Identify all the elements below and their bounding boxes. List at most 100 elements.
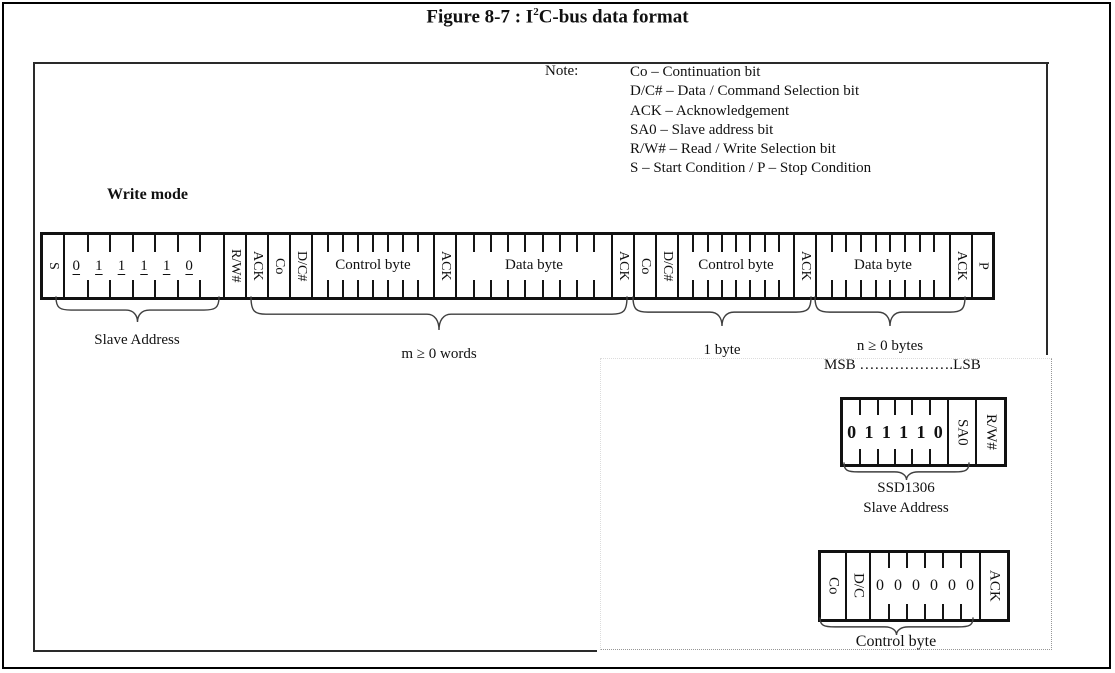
cell-control-byte: Control byte <box>311 235 433 297</box>
bit-slot: 0 <box>843 400 860 464</box>
bit-group <box>679 235 793 297</box>
bit-value: 0 <box>912 577 920 594</box>
rotated-label: Co <box>825 577 842 595</box>
curly-brace <box>814 296 966 327</box>
bit-slot <box>507 235 525 297</box>
cell-co: Co <box>633 235 655 297</box>
cell-ack: ACK <box>949 235 971 297</box>
rotated-label: D/C# <box>660 250 675 282</box>
control-byte-label: Control byte <box>855 633 937 650</box>
cell-p: P <box>971 235 992 297</box>
cell-co: Co <box>267 235 289 297</box>
rotated-label: D/C# <box>294 250 309 282</box>
bit-group <box>313 235 433 297</box>
bit-slot: 1 <box>154 235 178 297</box>
note-item: R/W# – Read / Write Selection bit <box>630 141 836 158</box>
bit-slot: 1 <box>859 400 877 464</box>
bit-value: 1 <box>899 421 909 442</box>
figure-title-superscript: 2 <box>533 6 539 18</box>
figure-title: Figure 8-7 : I2C-bus data format <box>0 6 1115 28</box>
bit-slot <box>199 235 223 297</box>
cell-co: Co <box>821 553 845 619</box>
inner-border-line <box>33 62 35 652</box>
bit-slot <box>874 235 891 297</box>
ssd1306-slave-address-label: SSD1306 Slave Address <box>863 478 948 518</box>
bit-slot <box>706 235 722 297</box>
bit-group <box>457 235 611 297</box>
cell-r-w-: R/W# <box>223 235 245 297</box>
bit-value: 0 <box>185 257 193 274</box>
bit-slot <box>720 235 736 297</box>
write-mode-label: Write mode <box>107 186 189 203</box>
rotated-label: ACK <box>438 251 453 281</box>
rotated-label: R/W# <box>228 249 243 283</box>
bit-slot <box>327 235 343 297</box>
bit-slot <box>763 235 779 297</box>
bit-slot <box>402 235 418 297</box>
msb-lsb-label: MSB ……………….LSB <box>824 357 981 373</box>
bit-slot <box>357 235 373 297</box>
rotated-label: ACK <box>616 251 631 281</box>
bit-slot <box>592 235 611 297</box>
bit-slot <box>575 235 594 297</box>
figure-title-prefix: Figure 8-7 : I <box>426 6 534 28</box>
rotated-label: P <box>975 262 991 270</box>
bit-slot <box>473 235 491 297</box>
bit-value: 1 <box>117 257 126 274</box>
cell-data-byte: Data byte <box>455 235 611 297</box>
rotated-label: Co <box>272 257 287 275</box>
cell-sa0: SA0 <box>947 400 975 464</box>
rotated-label: SA0 <box>954 418 971 446</box>
cell-ack: ACK <box>611 235 633 297</box>
brace-label: n ≥ 0 bytes <box>856 338 924 354</box>
bit-slot <box>918 235 935 297</box>
bit-slot <box>692 235 707 297</box>
curly-brace <box>843 462 970 481</box>
bit-value: 0 <box>948 577 956 594</box>
bit-slot <box>860 235 876 297</box>
rotated-label: R/W# <box>983 414 999 450</box>
bit-slot: 0 <box>928 400 947 464</box>
byte-group-label: Control byte <box>698 257 774 274</box>
bit-slot <box>845 235 861 297</box>
bit-slot: 1 <box>109 235 133 297</box>
bit-slot: 0 <box>960 553 979 619</box>
rotated-label: ACK <box>986 570 1003 602</box>
dotted-selection-box <box>600 358 1052 650</box>
cell-d-c: D/C <box>845 553 869 619</box>
cell-ack: ACK <box>433 235 455 297</box>
cell-s: S <box>43 235 63 297</box>
bit-slot <box>734 235 750 297</box>
bit-slot <box>387 235 403 297</box>
bit-slot: 1 <box>86 235 111 297</box>
ssd1306-label-line1: SSD1306 <box>877 480 935 496</box>
note-label: Note: <box>545 63 579 79</box>
bit-value: 0 <box>847 421 857 442</box>
rotated-label: Co <box>638 257 653 275</box>
bit-slot <box>777 235 793 297</box>
bit-value: 1 <box>916 421 926 442</box>
bit-slot <box>889 235 905 297</box>
bit-group <box>817 235 949 297</box>
bit-slot <box>830 235 847 297</box>
bit-value: 0 <box>894 577 902 594</box>
bit-value: 0 <box>966 577 974 594</box>
rotated-label: S <box>46 262 61 270</box>
ssd1306-label-line2: Slave Address <box>863 500 949 516</box>
cell-ack: ACK <box>245 235 267 297</box>
cell-ack: ACK <box>979 553 1007 619</box>
bit-slot: 0 <box>871 553 889 619</box>
bit-slot: 0 <box>906 553 925 619</box>
bit-slot: 0 <box>888 553 907 619</box>
rotated-label: D/C <box>850 573 867 599</box>
byte-group-label: Control byte <box>335 257 411 274</box>
bit-slot: 0 <box>924 553 943 619</box>
